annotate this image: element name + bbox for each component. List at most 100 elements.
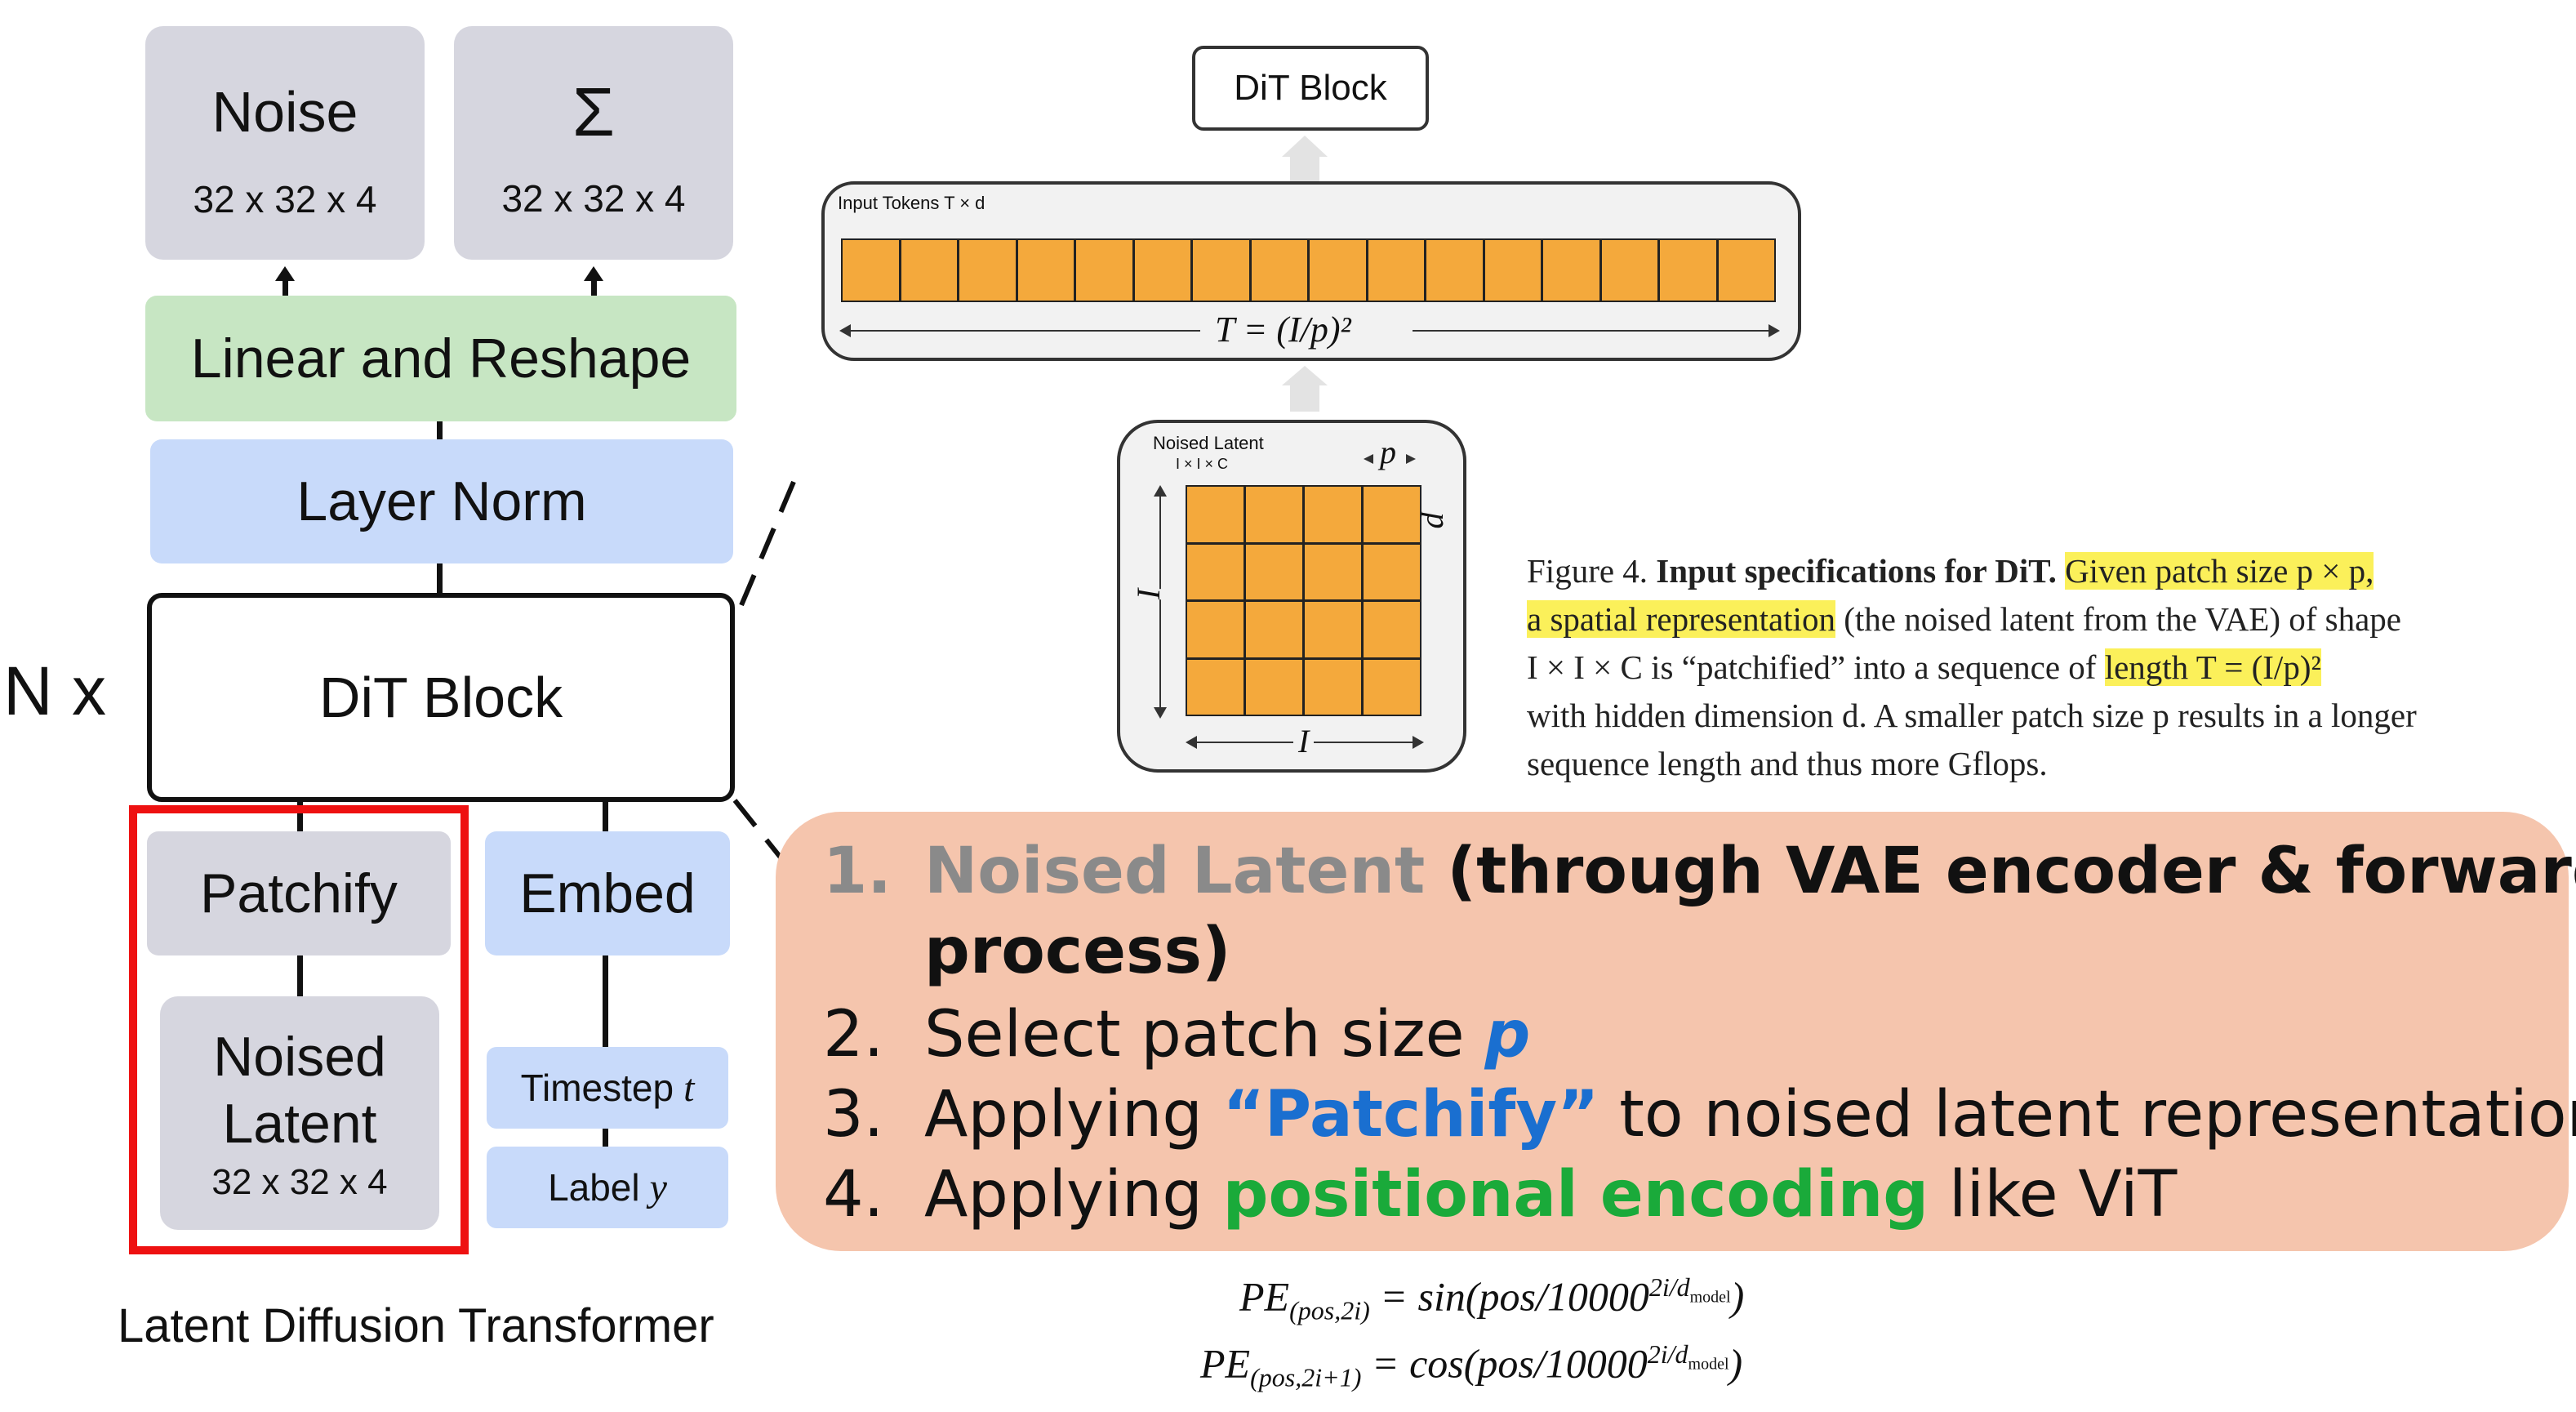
- latent-patch-cell: [1186, 485, 1245, 544]
- step-4-number: 4.: [823, 1158, 884, 1232]
- label-var: y: [649, 1165, 667, 1209]
- pe-even-exp-wrap: 2i/dmodel: [1648, 1272, 1731, 1306]
- layer-norm-label: Layer Norm: [296, 470, 587, 532]
- step-4-rest: like ViT: [1929, 1158, 2178, 1232]
- pe-odd-close: ): [1728, 1340, 1743, 1387]
- arrow-latent-to-tokens: [1290, 384, 1319, 412]
- token-cell: [1425, 238, 1484, 302]
- token-cell: [1483, 238, 1542, 302]
- latent-patch-cell: [1362, 600, 1421, 659]
- latent-width-arrow-left: [1186, 736, 1197, 749]
- token-cell: [1308, 238, 1368, 302]
- noise-arrow-head: [275, 266, 295, 281]
- connector-embed-inputs: [603, 955, 608, 1047]
- sigma-dims: 32 x 32 x 4: [501, 176, 686, 220]
- latent-patch-cell: [1244, 600, 1304, 659]
- caption-line-1: Figure 4. Input specifications for DiT. …: [1527, 547, 2564, 595]
- step-3-term: “Patchify”: [1222, 1078, 1599, 1151]
- token-cell: [899, 238, 959, 302]
- step-4: 4. Applying positional encoding like ViT: [823, 1155, 2538, 1235]
- sigma-arrow-head: [584, 266, 603, 281]
- pe-formula-even: PE(pos,2i) = sin(pos/100002i/dmodel): [1239, 1272, 1744, 1326]
- caption-highlight-3: length T = (I/p)²: [2104, 648, 2321, 686]
- latent-width-arrow-right: [1413, 736, 1424, 749]
- dit-block-label: DiT Block: [318, 666, 563, 729]
- step-1: 1. Noised Latent (through VAE encoder & …: [823, 831, 2576, 991]
- token-cell: [841, 238, 901, 302]
- latent-height-line: [1159, 490, 1161, 712]
- patch-p-label: p: [1380, 434, 1396, 470]
- timestep-var: t: [683, 1066, 695, 1110]
- latent-patch-cell: [1186, 542, 1245, 601]
- latent-patch-cell: [1244, 657, 1304, 716]
- token-length-arrow-right: [1768, 324, 1780, 337]
- latent-height-label: I: [1129, 588, 1168, 600]
- pe-odd-exp-wrap: 2i/dmodel: [1648, 1339, 1729, 1373]
- noised-latent-line2: Latent: [222, 1093, 377, 1155]
- noised-latent-box: Noised Latent 32 x 32 x 4: [160, 996, 439, 1230]
- step-2-var: p: [1484, 998, 1531, 1071]
- caption-rest-2: I × I × C is “patchified” into a sequenc…: [1527, 648, 2097, 686]
- step-2-label: Select patch size: [924, 998, 1485, 1071]
- step-2: 2. Select patch size p: [823, 995, 2538, 1075]
- latent-width-label: I: [1293, 722, 1315, 760]
- latent-patch-cell: [1244, 485, 1304, 544]
- latent-patch-cell: [1362, 485, 1421, 544]
- latent-patch-cell: [1303, 600, 1363, 659]
- step-3-lead: Applying: [924, 1078, 1223, 1151]
- latent-patch-cell: [1362, 542, 1421, 601]
- step-4-lead: Applying: [924, 1158, 1223, 1232]
- step-1-detail: (through VAE encoder & forward: [1425, 835, 2576, 908]
- caption-highlight-2: a spatial representation: [1527, 600, 1835, 638]
- timestep-box: Timestep t: [487, 1047, 728, 1129]
- latent-patch-cell: [1186, 657, 1245, 716]
- connector-norm-block: [437, 563, 443, 593]
- latent-patch-cell: [1362, 657, 1421, 716]
- pe-even-lhs: PE: [1239, 1273, 1290, 1320]
- patchify-label: Patchify: [200, 862, 398, 924]
- caption-line-2: a spatial representation (the noised lat…: [1527, 595, 2564, 644]
- zoom-lines: [732, 480, 796, 875]
- token-cell: [1249, 238, 1309, 302]
- pe-even-exp: 2i/d: [1648, 1272, 1690, 1302]
- latent-patch-cell: [1303, 657, 1363, 716]
- connector-linear-norm: [437, 421, 443, 439]
- caption-bold: Input specifications for DiT.: [1656, 552, 2057, 590]
- token-cell: [1074, 238, 1134, 302]
- step-3: 3. Applying “Patchify” to noised latent …: [823, 1075, 2576, 1155]
- arrow-tokens-to-block-head: [1282, 136, 1328, 157]
- token-cell: [958, 238, 1017, 302]
- caption-line-4: with hidden dimension d. A smaller patch…: [1527, 697, 2417, 734]
- token-length-line-right: [1413, 330, 1775, 332]
- latent-grid: [1186, 485, 1421, 716]
- noise-title: Noise: [211, 80, 358, 144]
- pe-odd-lhs: PE: [1200, 1340, 1251, 1387]
- step-3-rest: to noised latent representation: [1599, 1078, 2576, 1151]
- dit-block-small-box: DiT Block: [1192, 46, 1429, 131]
- dit-block-small-label: DiT Block: [1234, 68, 1387, 108]
- token-length-arrow-left: [839, 324, 851, 337]
- pe-formula-odd: PE(pos,2i+1) = cos(pos/100002i/dmodel): [1200, 1339, 1742, 1393]
- noise-box: Noise 32 x 32 x 4: [145, 26, 425, 260]
- latent-height-arrow-bottom: [1154, 707, 1167, 719]
- connector-timestep-label: [603, 1129, 608, 1147]
- label-label: Label: [548, 1166, 640, 1209]
- embed-box: Embed: [485, 831, 730, 955]
- token-cell: [1132, 238, 1192, 302]
- step-4-term: positional encoding: [1222, 1158, 1929, 1232]
- sigma-box: Σ 32 x 32 x 4: [454, 26, 733, 260]
- latent-patch-cell: [1244, 542, 1304, 601]
- left-caption: Latent Diffusion Transformer: [118, 1299, 714, 1352]
- step-1-number: 1.: [823, 835, 892, 908]
- arrow-tokens-to-block: [1290, 155, 1319, 183]
- noised-latent-panel-label: Noised Latent: [1153, 433, 1264, 453]
- token-cell: [1716, 238, 1776, 302]
- latent-height-arrow-top: [1154, 485, 1167, 497]
- linear-reshape-label: Linear and Reshape: [190, 327, 692, 390]
- patchify-box: Patchify: [147, 831, 451, 955]
- noised-latent-line1: Noised: [213, 1026, 386, 1088]
- step-1-continuation: process): [924, 915, 1231, 988]
- token-row: [841, 238, 1776, 302]
- step-3-number: 3.: [823, 1078, 884, 1151]
- step-2-number: 2.: [823, 998, 884, 1071]
